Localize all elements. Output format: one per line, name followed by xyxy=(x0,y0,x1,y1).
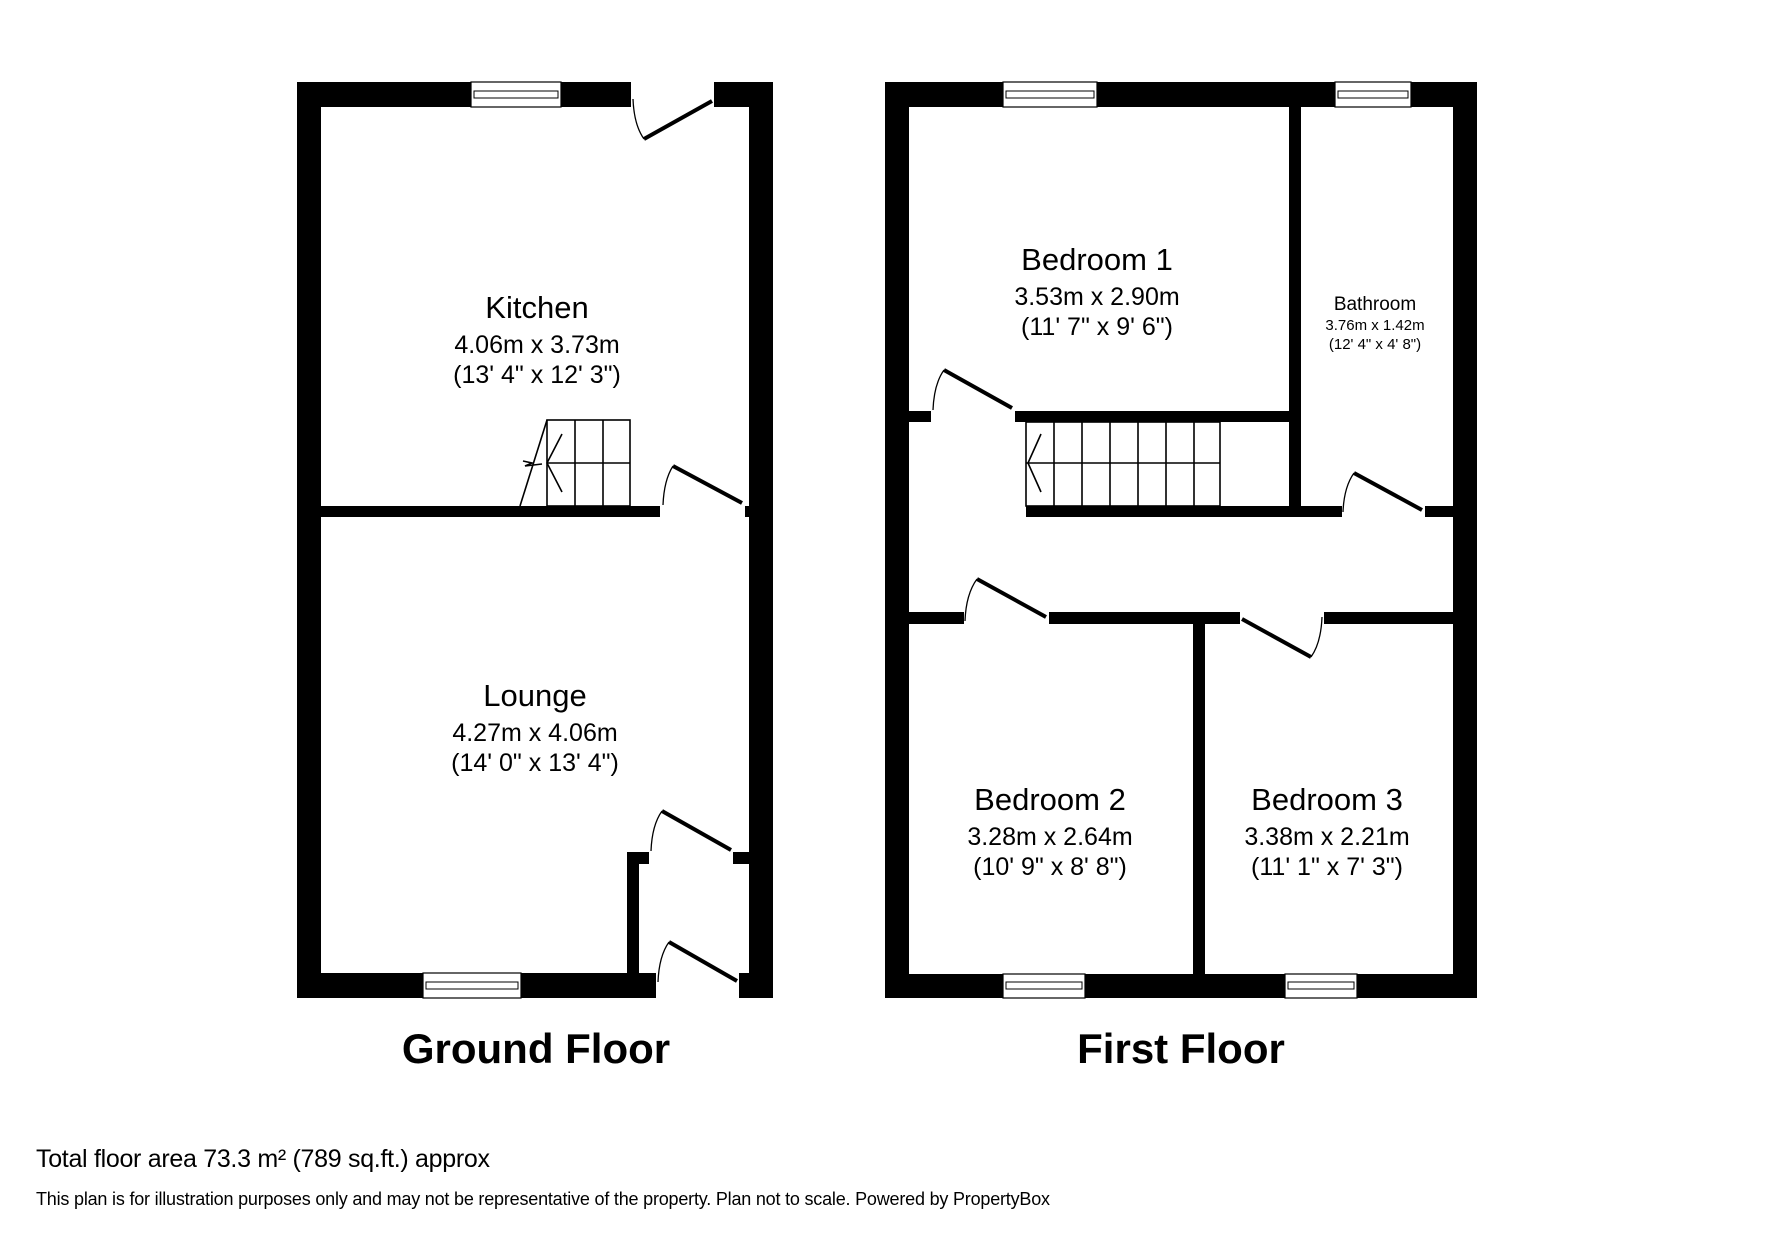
wall xyxy=(627,852,649,864)
wall xyxy=(885,82,909,998)
room-imperial-bedroom-1: (11' 7" x 9' 6") xyxy=(1021,313,1173,341)
door-icon xyxy=(1342,471,1423,513)
door-icon xyxy=(632,98,713,141)
stairs-icon xyxy=(519,419,631,507)
wall xyxy=(297,973,423,998)
room-name-lounge: Lounge xyxy=(483,678,586,713)
wall xyxy=(1425,506,1453,517)
room-name-bedroom-1: Bedroom 1 xyxy=(1021,242,1173,277)
door-icon xyxy=(964,577,1047,622)
ground-floor-plan: Kitchen 4.06m x 3.73m (13' 4" x 12' 3") … xyxy=(297,81,773,1072)
wall xyxy=(1289,82,1301,517)
stairs-icon xyxy=(1025,421,1221,507)
wall xyxy=(561,82,631,107)
wall xyxy=(321,506,660,517)
wall xyxy=(627,852,639,975)
wall xyxy=(909,612,964,624)
wall xyxy=(739,973,773,998)
wall xyxy=(733,852,751,864)
wall xyxy=(909,411,931,422)
room-name-bedroom-2: Bedroom 2 xyxy=(974,782,1126,817)
wall xyxy=(1324,612,1453,624)
room-imperial-bedroom-2: (10' 9" x 8' 8") xyxy=(973,853,1127,881)
room-imperial-lounge: (14' 0" x 13' 4") xyxy=(451,749,619,777)
door-icon xyxy=(1241,616,1323,659)
total-floor-area: Total floor area 73.3 m² (789 sq.ft.) ap… xyxy=(36,1145,490,1173)
room-metric-bedroom-2: 3.28m x 2.64m xyxy=(967,823,1132,851)
room-imperial-kitchen: (13' 4" x 12' 3") xyxy=(453,361,621,389)
door-icon xyxy=(657,940,738,983)
wall xyxy=(521,973,656,998)
room-name-bathroom: Bathroom xyxy=(1334,294,1416,315)
window-icon xyxy=(1002,973,1086,999)
room-metric-kitchen: 4.06m x 3.73m xyxy=(454,331,619,359)
wall xyxy=(297,82,321,998)
wall xyxy=(1453,82,1477,998)
window-icon xyxy=(1002,81,1098,108)
room-metric-bedroom-1: 3.53m x 2.90m xyxy=(1014,283,1179,311)
door-icon xyxy=(932,368,1013,411)
door-icon xyxy=(662,464,743,506)
window-icon xyxy=(470,81,562,108)
window-icon xyxy=(1334,81,1412,108)
disclaimer: This plan is for illustration purposes o… xyxy=(36,1189,1050,1209)
wall xyxy=(1085,974,1285,998)
floor-title-first: First Floor xyxy=(1077,1025,1285,1072)
room-metric-lounge: 4.27m x 4.06m xyxy=(452,719,617,747)
floor-title-ground: Ground Floor xyxy=(402,1025,670,1072)
room-name-bedroom-3: Bedroom 3 xyxy=(1251,782,1403,817)
wall xyxy=(885,974,1003,998)
first-floor-plan: Bedroom 1 3.53m x 2.90m (11' 7" x 9' 6")… xyxy=(885,81,1477,1072)
wall xyxy=(1026,506,1342,517)
room-imperial-bathroom: (12' 4" x 4' 8") xyxy=(1329,336,1421,353)
wall xyxy=(1357,974,1477,998)
window-icon xyxy=(1284,973,1358,999)
wall xyxy=(297,82,471,107)
wall xyxy=(745,506,751,517)
door-icon xyxy=(650,809,732,852)
room-metric-bedroom-3: 3.38m x 2.21m xyxy=(1244,823,1409,851)
wall xyxy=(1193,612,1205,976)
window-icon xyxy=(422,972,522,999)
wall xyxy=(1049,612,1240,624)
wall xyxy=(1015,411,1301,422)
room-name-kitchen: Kitchen xyxy=(485,290,588,325)
room-imperial-bedroom-3: (11' 1" x 7' 3") xyxy=(1251,853,1403,881)
wall xyxy=(749,82,773,998)
room-metric-bathroom: 3.76m x 1.42m xyxy=(1325,317,1424,334)
